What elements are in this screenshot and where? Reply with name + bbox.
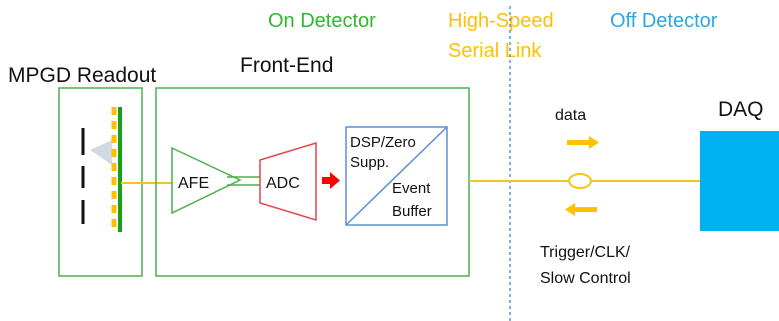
front-end-label: Front-End (240, 54, 333, 77)
trigger-arrow-head (565, 203, 575, 216)
adc-to-dsp-arrow-shaft (322, 177, 330, 184)
link-connector (568, 173, 592, 189)
data-label: data (555, 107, 586, 124)
adc-block (259, 141, 317, 222)
event-buffer-label-line1: Event (392, 180, 431, 197)
daq-block (700, 131, 779, 231)
mpgd-readout-label: MPGD Readout (8, 64, 156, 87)
afe-label: AFE (178, 175, 209, 192)
serial-link-heading-line1: High-Speed (448, 10, 554, 32)
trigger-label-line2: Slow Control (540, 270, 631, 287)
afe-amplifier (171, 146, 242, 215)
dsp-label-line2: Supp. (350, 154, 389, 171)
data-arrow-head (589, 136, 599, 149)
serial-link-heading-line2: Serial Link (448, 40, 542, 62)
ionization-cloud-shape (90, 140, 112, 165)
event-buffer-label-line2: Buffer (392, 203, 432, 220)
trigger-arrow-shaft (575, 207, 597, 212)
on-detector-heading: On Detector (268, 10, 376, 32)
adc-label: ADC (266, 175, 300, 192)
daq-label: DAQ (718, 98, 764, 121)
trigger-label-line1: Trigger/CLK/ (540, 244, 631, 261)
off-detector-heading: Off Detector (610, 10, 718, 32)
dsp-label-line1: DSP/Zero (350, 134, 416, 151)
adc-to-dsp-arrow-head (330, 172, 340, 189)
dsp-buffer-divider (345, 126, 448, 226)
data-arrow-shaft (567, 140, 589, 145)
